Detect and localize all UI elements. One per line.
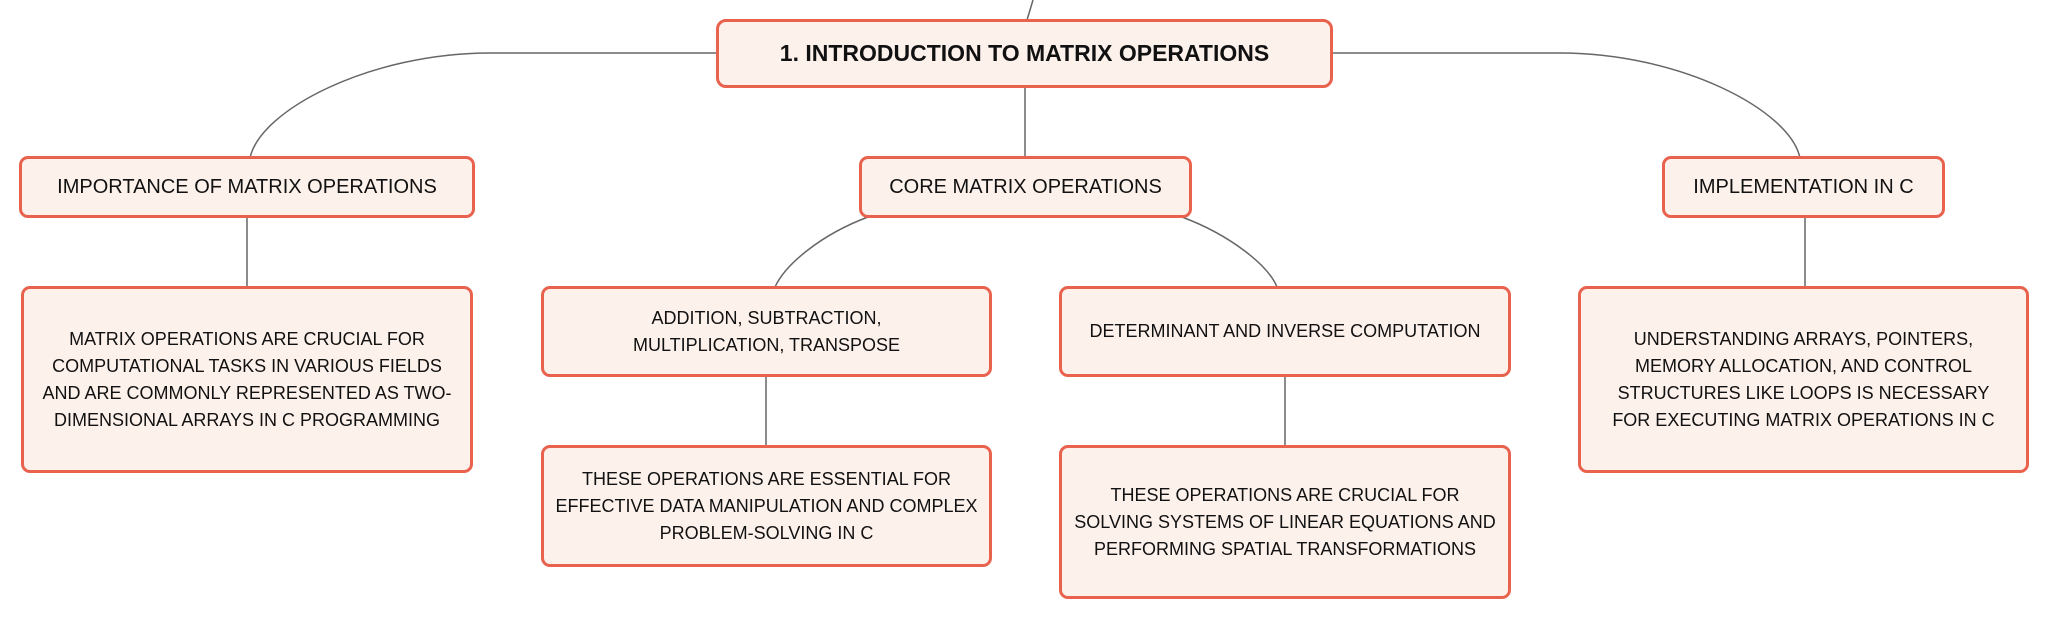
branch-implementation-label: Implementation in C <box>1693 175 1914 198</box>
determinant-inverse-description-text: These operations are crucial for solving… <box>1074 484 1496 559</box>
core-arithmetic-operations[interactable]: Addition, Subtraction, Multiplication, T… <box>541 286 992 377</box>
determinant-inverse-description[interactable]: These operations are crucial for solving… <box>1059 445 1511 599</box>
arithmetic-operations-description-text: These operations are essential for effec… <box>555 468 978 543</box>
connector-parent-to-root <box>1026 0 1034 21</box>
implementation-description[interactable]: Understanding arrays, pointers, memory a… <box>1578 286 2029 473</box>
implementation-description-text: Understanding arrays, pointers, memory a… <box>1612 328 1995 430</box>
branch-core-operations-label: Core Matrix Operations <box>889 175 1162 198</box>
connector-root-to-importance <box>249 52 718 159</box>
branch-importance-label: Importance of Matrix Operations <box>57 175 437 198</box>
importance-description[interactable]: Matrix operations are crucial for comput… <box>21 286 473 473</box>
core-determinant-inverse-text: Determinant and Inverse Computation <box>1089 321 1481 341</box>
arithmetic-operations-description[interactable]: These operations are essential for effec… <box>541 445 992 567</box>
connector-core-to-det <box>1181 216 1278 288</box>
connector-root-to-implementation <box>1332 52 1801 159</box>
connector-core-to-arith <box>774 216 869 288</box>
branch-core-operations[interactable]: Core Matrix Operations <box>859 156 1192 218</box>
root-node[interactable]: 1. Introduction to Matrix Operations <box>716 19 1333 88</box>
branch-implementation[interactable]: Implementation in C <box>1662 156 1945 218</box>
root-title: 1. Introduction to Matrix Operations <box>779 40 1270 66</box>
branch-importance[interactable]: Importance of Matrix Operations <box>19 156 475 218</box>
core-determinant-inverse[interactable]: Determinant and Inverse Computation <box>1059 286 1511 377</box>
importance-description-text: Matrix operations are crucial for comput… <box>42 328 452 430</box>
core-arithmetic-operations-text: Addition, Subtraction, Multiplication, T… <box>632 307 901 355</box>
